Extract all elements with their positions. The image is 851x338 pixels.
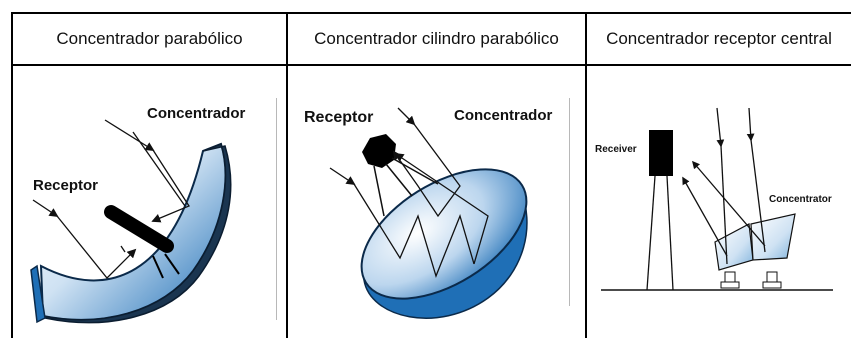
label-concentrator: Concentrator [769,194,832,205]
image-edge-rule-1 [276,98,277,320]
column-divider-1 [286,12,288,338]
label-concentrator: Concentrador [454,107,553,124]
tower-receiver [649,130,673,176]
receiver-tube [104,205,174,253]
label-receiver: Receiver [595,144,637,155]
label-receptor: Receptor [33,177,98,194]
panel-central-receiver: Receiver Concentrator [587,66,851,338]
dish-receiver [362,134,396,168]
dish-reflector [360,168,528,300]
label-concentrator: Concentrador [147,105,246,122]
header-bottom-border [11,64,851,66]
parabolic-dish-diagram: Receptor Concentrador [304,107,553,319]
panel-parabolic: Concentrador Receptor [13,66,286,338]
label-receptor: Receptor [304,109,373,126]
table-left-border [11,12,13,338]
trough-front-edge [30,264,46,324]
header-central-receiver: Concentrador receptor central [606,29,832,48]
panel-cylinder-parabolic: Receptor Concentrador [288,66,585,338]
central-receiver-diagram: Receiver Concentrator [595,107,833,291]
header-parabolic: Concentrador parabólico [56,29,243,48]
heliostat-1 [714,223,754,271]
parabolic-trough-diagram: Concentrador Receptor [30,105,246,324]
image-edge-rule-2 [569,98,570,306]
column-divider-2 [585,12,587,338]
table-top-border [11,12,851,14]
header-cylinder-parabolic: Concentrador cilindro parabólico [314,29,559,48]
